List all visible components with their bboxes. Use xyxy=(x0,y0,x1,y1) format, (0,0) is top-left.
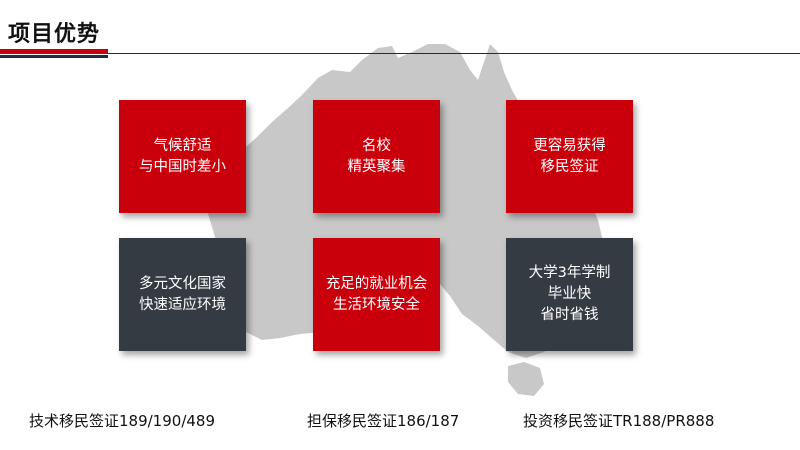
card-climate-line2: 与中国时差小 xyxy=(139,158,226,175)
caption-sponsored-visa: 担保移民签证186/187 xyxy=(307,412,460,430)
card-climate-line1: 气候舒适 xyxy=(153,137,212,154)
card-employment: 充足的就业机会 生活环境安全 xyxy=(313,238,440,351)
card-employment-line1: 充足的就业机会 xyxy=(325,275,428,292)
card-visa-line2: 移民签证 xyxy=(540,158,599,175)
card-climate: 气候舒适 与中国时差小 xyxy=(119,100,246,213)
title-underline-dark xyxy=(0,55,108,58)
card-university-line3: 省时省钱 xyxy=(540,307,599,323)
card-university-line1: 大学3年学制 xyxy=(528,265,611,281)
card-university-line2: 毕业快 xyxy=(547,286,592,302)
title-underline-red xyxy=(0,49,108,54)
card-multicultural: 多元文化国家 快速适应环境 xyxy=(119,238,246,351)
caption-investment-visa: 投资移民签证TR188/PR888 xyxy=(523,412,715,430)
card-multicultural-line1: 多元文化国家 xyxy=(139,275,226,292)
title-divider xyxy=(108,53,800,54)
card-visa: 更容易获得 移民签证 xyxy=(506,100,633,213)
card-university: 大学3年学制 毕业快 省时省钱 xyxy=(506,238,633,351)
card-schools: 名校 精英聚集 xyxy=(313,100,440,213)
caption-skilled-visa: 技术移民签证189/190/489 xyxy=(29,412,215,430)
card-employment-line2: 生活环境安全 xyxy=(333,296,420,313)
card-visa-line1: 更容易获得 xyxy=(533,137,606,154)
card-multicultural-line2: 快速适应环境 xyxy=(139,296,226,313)
card-schools-line1: 名校 xyxy=(362,137,391,154)
page-title: 项目优势 xyxy=(8,22,101,47)
card-schools-line2: 精英聚集 xyxy=(347,158,406,175)
map-tasmania xyxy=(508,362,544,396)
